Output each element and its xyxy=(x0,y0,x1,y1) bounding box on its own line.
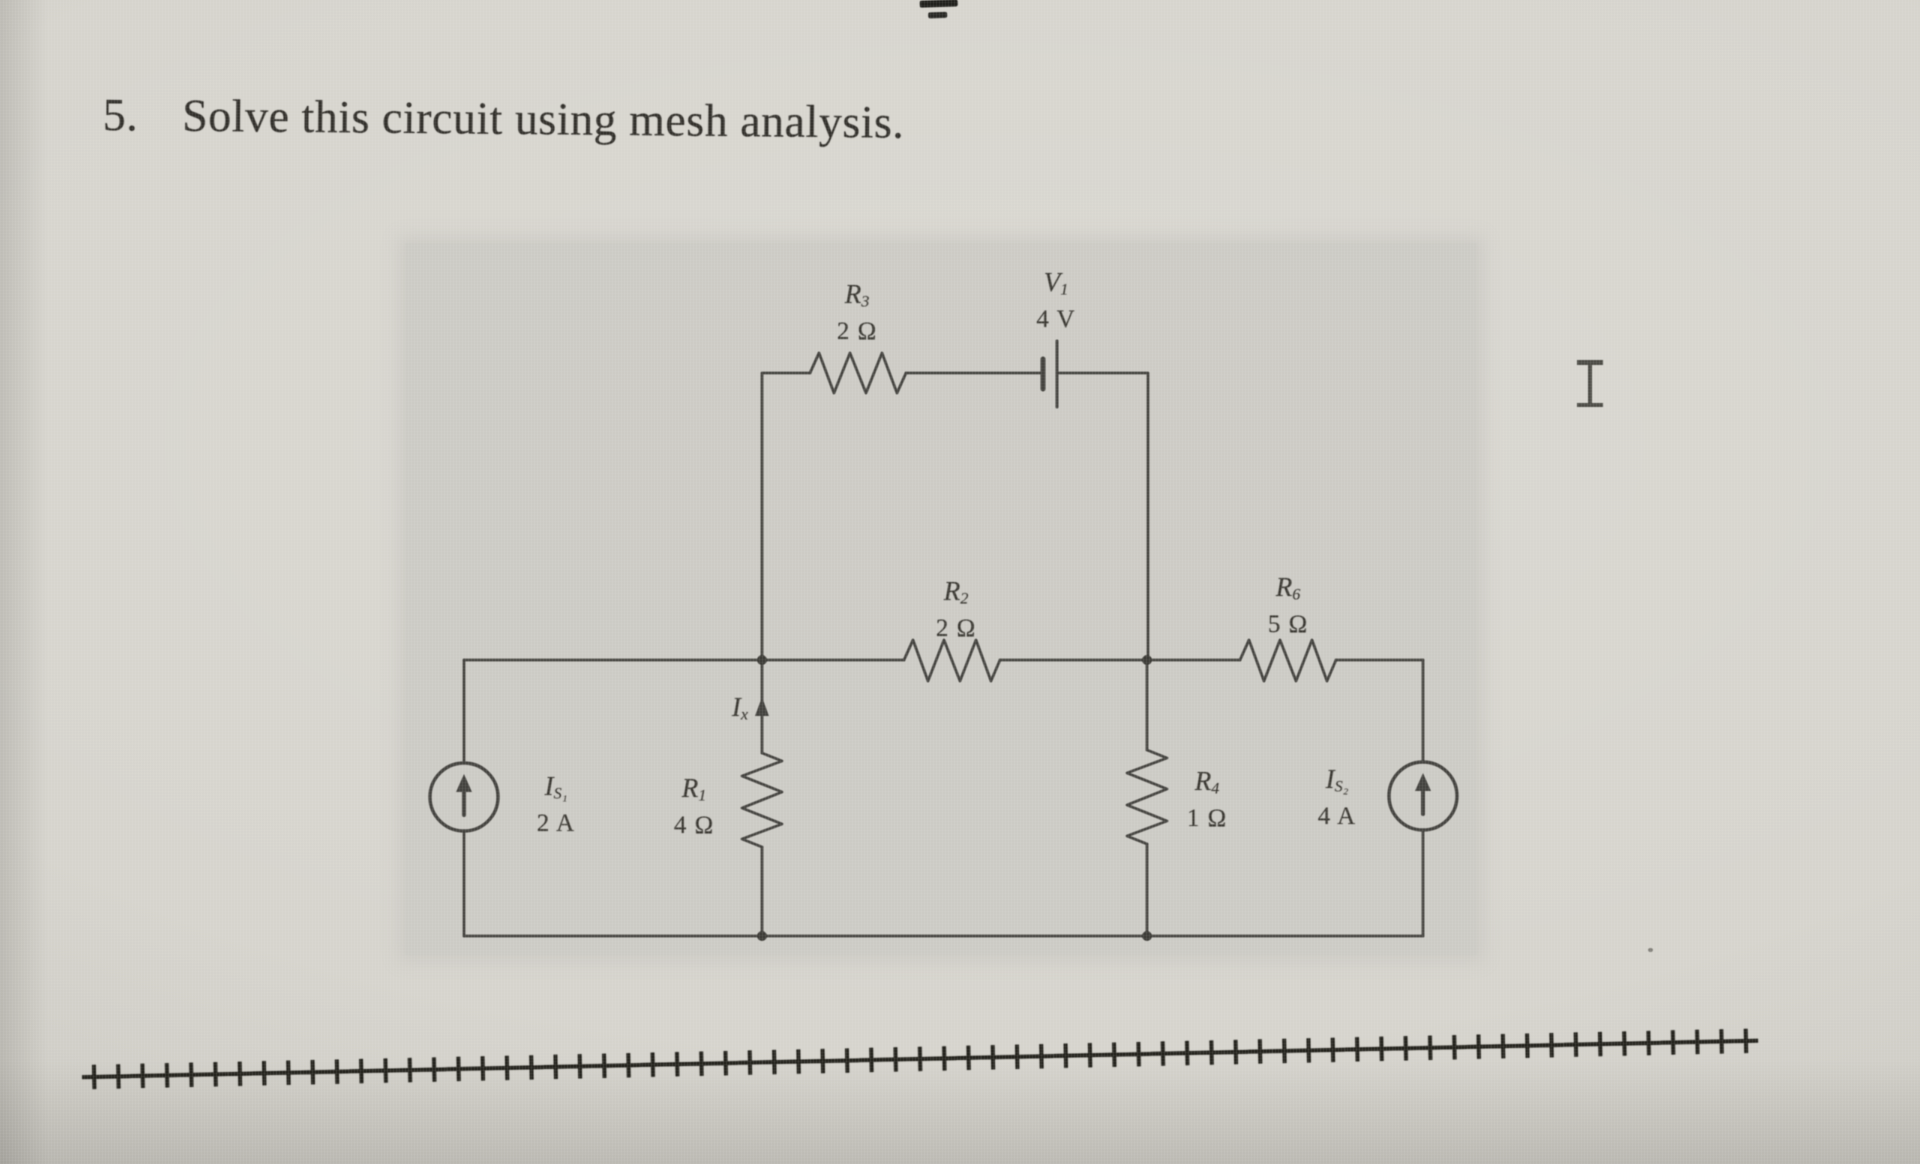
label-V1: V1 4 V xyxy=(1036,267,1075,335)
component-name: R2 xyxy=(943,576,969,608)
resistor-R6-symbol xyxy=(1238,638,1338,683)
resistor-R3-symbol xyxy=(808,351,908,395)
component-name: R1 xyxy=(681,773,707,805)
component-name: R4 xyxy=(1194,766,1220,798)
text-cursor-ibeam xyxy=(1577,360,1603,407)
label-R2: R2 2 Ω xyxy=(936,576,976,644)
component-name: R3 xyxy=(844,279,870,311)
component-value: 4 Ω xyxy=(673,811,715,839)
label-Is2: IS₂ 4 A xyxy=(1318,764,1356,832)
node-dot xyxy=(1142,655,1152,665)
node-dot xyxy=(757,931,767,941)
resistor-R4-symbol xyxy=(1125,748,1169,846)
label-Is1: IS₁ 2 A xyxy=(537,771,575,839)
current-source-Is1-arrow-head xyxy=(456,774,472,792)
component-name: Ix xyxy=(731,692,749,724)
node-dot xyxy=(1142,931,1152,941)
ibeam-stem xyxy=(1588,362,1592,405)
component-value: 4 A xyxy=(1317,802,1357,830)
label-R4: R4 1 Ω xyxy=(1187,766,1227,834)
wire-top-right xyxy=(1055,371,1150,662)
photo-speck xyxy=(1648,948,1653,952)
figure-background xyxy=(405,243,1477,955)
component-name: IS₁ xyxy=(544,771,568,803)
component-name: R6 xyxy=(1275,572,1301,604)
current-source-Is2-arrow-head xyxy=(1415,773,1431,791)
component-value: 2 A xyxy=(536,809,576,837)
label-R6: R6 5 Ω xyxy=(1268,572,1308,640)
ibeam-bottom-bar xyxy=(1577,402,1603,407)
component-value: 2 Ω xyxy=(935,614,977,642)
component-value: 4 V xyxy=(1036,305,1076,333)
wire-top-left xyxy=(760,371,812,662)
component-value: 5 Ω xyxy=(1267,610,1309,638)
resistor-R2-symbol xyxy=(902,638,1002,683)
label-R3: R3 2 Ω xyxy=(837,279,877,347)
resistor-R1-symbol xyxy=(740,751,784,849)
component-value: 2 Ω xyxy=(836,317,878,345)
label-R1: R1 4 Ω xyxy=(674,773,714,841)
label-Ix: Ix xyxy=(732,692,748,730)
component-name: V1 xyxy=(1043,267,1069,299)
node-dot xyxy=(757,655,767,665)
component-value: 1 Ω xyxy=(1186,804,1228,832)
current-Ix-arrow-head xyxy=(755,697,769,716)
component-name: IS₂ xyxy=(1325,764,1349,796)
